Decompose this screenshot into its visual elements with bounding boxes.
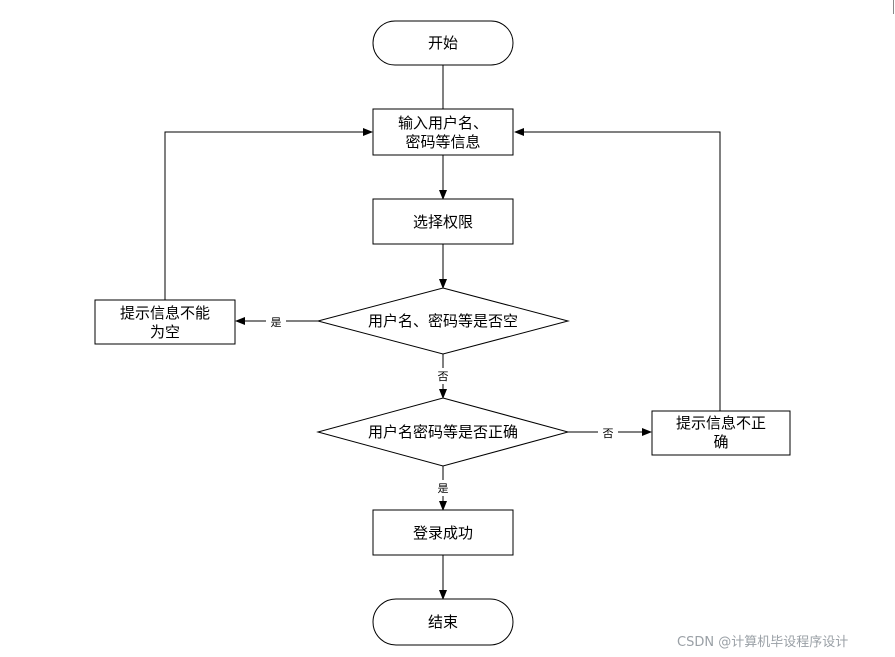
login-success-label: 登录成功 <box>413 524 473 542</box>
edge-label-bg <box>266 313 286 329</box>
empty-prompt-node: 提示信息不能 为空 <box>94 299 236 345</box>
connectors <box>164 65 721 600</box>
check-empty-diamond <box>316 287 570 355</box>
check-correct-label: 用户名密码等是否正确 <box>368 423 518 441</box>
input-label-line2: 密码等信息 <box>405 133 480 151</box>
edge-label-bg <box>434 480 452 496</box>
login-success-node: 登录成功 <box>372 509 514 556</box>
edge-label-bg <box>598 424 618 440</box>
empty-prompt-line1: 提示信息不能 <box>120 304 210 322</box>
empty-prompt-line2: 为空 <box>150 323 180 341</box>
start-terminator <box>372 20 514 66</box>
incorrect-prompt-box <box>651 410 791 456</box>
select-role-box <box>372 198 514 245</box>
check-empty-label: 用户名、密码等是否空 <box>368 312 518 330</box>
check-correct-diamond <box>316 397 570 467</box>
start-node: 开始 <box>372 20 514 66</box>
incorrect-prompt-line1: 提示信息不正 <box>676 414 766 432</box>
incorrect-prompt-line2: 确 <box>713 433 728 451</box>
edge-label-bg <box>434 368 452 384</box>
select-role-label: 选择权限 <box>413 213 473 231</box>
edge-empty-prompt-back <box>164 128 373 300</box>
edge-labels: 是 否 否 是 <box>266 313 618 496</box>
edge-label-empty-yes: 是 <box>271 316 282 329</box>
input-label-line1: 输入用户名、 <box>398 114 488 132</box>
input-process-box <box>372 108 514 156</box>
login-success-box <box>372 509 514 556</box>
incorrect-prompt-node: 提示信息不正 确 <box>651 410 791 456</box>
end-terminator <box>372 598 514 646</box>
edge-incorrect-prompt-back <box>514 128 721 411</box>
start-label: 开始 <box>428 34 458 52</box>
edge-label-empty-no: 否 <box>438 370 449 383</box>
watermark: CSDN @计算机毕设程序设计 <box>677 635 849 650</box>
select-role-node: 选择权限 <box>372 198 514 245</box>
check-correct-node: 用户名密码等是否正确 <box>316 397 570 467</box>
end-node: 结束 <box>372 598 514 646</box>
check-empty-node: 用户名、密码等是否空 <box>316 287 570 355</box>
edge-label-correct-no: 否 <box>603 427 614 440</box>
empty-prompt-box <box>94 299 236 345</box>
corner-mark <box>893 0 894 14</box>
end-label: 结束 <box>428 613 458 631</box>
input-node: 输入用户名、 密码等信息 <box>372 108 514 156</box>
edge-label-correct-yes: 是 <box>438 482 449 495</box>
